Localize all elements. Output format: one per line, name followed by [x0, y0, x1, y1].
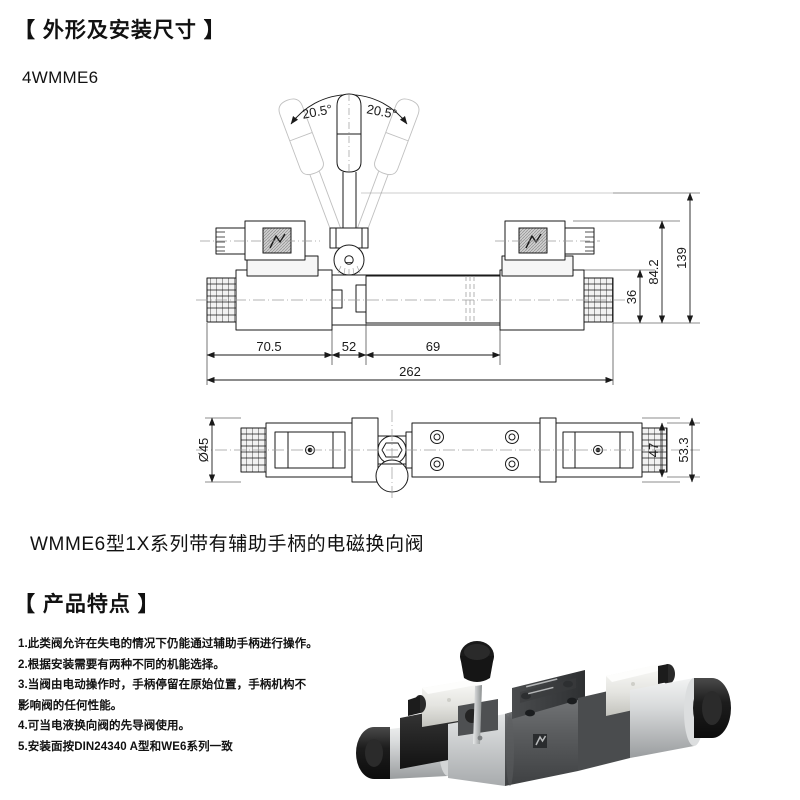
- dimension-47: 47: [646, 443, 661, 457]
- dimension-36: 36: [624, 290, 639, 304]
- angle-label-left: 20.5°: [301, 101, 334, 122]
- dimension-139: 139: [674, 247, 689, 269]
- features-list: 1.此类阀允许在失电的情况下仍能通过辅助手柄进行操作。 2.根据安装需要有两种不…: [18, 634, 328, 758]
- feature-item: 1.此类阀允许在失电的情况下仍能通过辅助手柄进行操作。: [18, 638, 318, 650]
- model-label: 4WMME6: [22, 68, 99, 87]
- photo-valve-body: [505, 670, 585, 786]
- feature-item: 5.安装面按DIN24340 A型和WE6系列一致: [18, 740, 233, 753]
- angle-label-right: 20.5°: [365, 101, 398, 122]
- feature-item: 2.根据安装需要有两种不同的机能选择。: [18, 658, 225, 671]
- product-photo: [356, 641, 731, 786]
- drawing-caption: WMME6型1X系列带有辅助手柄的电磁换向阀: [30, 534, 425, 555]
- page-title-dimensions: 【 外形及安装尺寸 】: [14, 19, 226, 42]
- feature-item: 3.当阀由电动操作时，手柄停留在原始位置，手柄机构不: [18, 679, 307, 692]
- dimension-262-overall: 262: [399, 364, 421, 379]
- photo-right-solenoid: [578, 664, 731, 771]
- dimension-53-3: 53.3: [676, 437, 691, 462]
- page-title-features: 【 产品特点 】: [14, 593, 160, 616]
- photo-lever-assembly: [448, 641, 505, 786]
- dimension-70-5: 70.5: [256, 339, 281, 354]
- dimension-84-2: 84.2: [646, 259, 661, 284]
- dimension-diameter-45: Ø45: [196, 438, 211, 463]
- dimension-52: 52: [342, 339, 356, 354]
- technical-drawing: 20.5° 20.5° 70.5 52 69 262 139 84.2 36 Ø…: [196, 93, 700, 498]
- feature-item-continuation: 影响阀的任何性能。: [18, 699, 123, 712]
- feature-item: 4.可当电液换向阀的先导阀使用。: [18, 720, 191, 733]
- dimension-69: 69: [426, 339, 440, 354]
